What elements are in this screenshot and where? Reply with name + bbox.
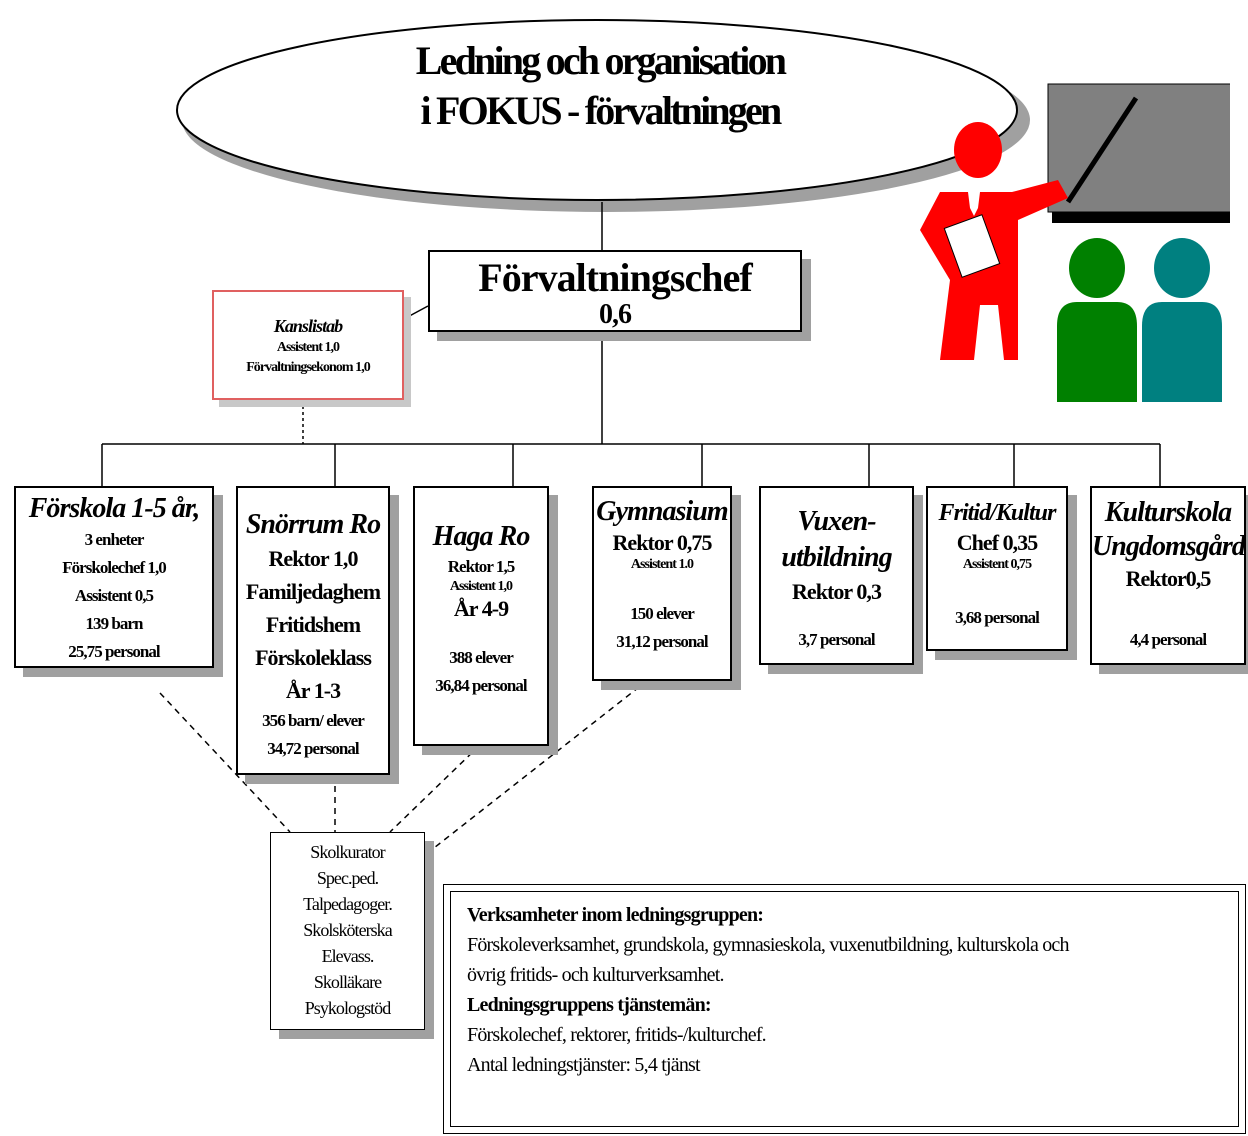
title-ellipse (176, 19, 1018, 201)
unit-line: Rektor 1,0 (268, 546, 359, 571)
support-item: Elevass. (321, 946, 375, 966)
unit-line: 34,72 personal (267, 739, 359, 758)
chief-value: 0,6 (598, 299, 632, 330)
chief-title: Förvaltningschef (478, 255, 752, 300)
person-teal-icon (1142, 238, 1222, 402)
unit-title: Haga Ro (432, 521, 531, 552)
unit-title-1: Kulturskola (1104, 497, 1232, 528)
kanslistab-box: Kanslistab Assistent 1,0 Förvaltningseko… (212, 290, 404, 400)
unit-line: Assistent 1.0 (630, 557, 694, 572)
unit-line: Assistent 1,0 (449, 579, 513, 594)
kanslistab-line-1: Assistent 1,0 (276, 340, 340, 355)
unit-title-2: utbildning (781, 542, 892, 573)
person-green-icon (1057, 238, 1137, 402)
unit-line: Förskolechef 1,0 (62, 558, 167, 577)
unit-title: Gymnasium (596, 496, 728, 527)
support-box: Skolkurator Spec.ped. Talpedagoger. Skol… (270, 832, 425, 1030)
info-text-1: Förskoleverksamhet, grundskola, gymnasie… (467, 934, 1070, 956)
page-title: Ledning och organisation i FOKUS - förva… (300, 36, 900, 136)
unit-title: Fritid/Kultur (938, 500, 1057, 526)
kanslistab-line-2: Förvaltningsekonom 1,0 (246, 360, 371, 375)
unit-snorrum: Snörrum Ro Rektor 1,0 Familjedaghem Frit… (236, 486, 390, 775)
unit-line: Chef 0,35 (956, 530, 1039, 555)
unit-forskola: Förskola 1-5 år, 3 enheter Förskolechef … (14, 486, 214, 668)
unit-vuxen: Vuxen- utbildning Rektor 0,3 3,7 persona… (759, 486, 914, 665)
info-box: Verksamheter inom ledningsgruppen: Försk… (443, 884, 1246, 1134)
unit-line: 31,12 personal (616, 632, 708, 651)
support-item: Spec.ped. (316, 868, 379, 888)
unit-title: Förskola 1-5 år, (28, 493, 201, 524)
unit-line: 3 enheter (84, 530, 145, 549)
unit-line: Förskoleklass (255, 645, 372, 670)
info-heading-1: Verksamheter inom ledningsgruppen: (467, 904, 764, 926)
support-item: Talpedagoger. (303, 894, 393, 914)
unit-kulturskola: Kulturskola Ungdomsgård Rektor0,5 4,4 pe… (1090, 486, 1246, 665)
unit-haga: Haga Ro Rektor 1,5 Assistent 1,0 År 4-9 … (413, 486, 549, 746)
support-item: Skolläkare (313, 972, 382, 992)
unit-line: 356 barn/ elever (262, 711, 365, 730)
title-line-1: Ledning och organisation (415, 38, 787, 83)
unit-line: 4,4 personal (1129, 630, 1207, 649)
unit-gymnasium: Gymnasium Rektor 0,75 Assistent 1.0 150 … (592, 486, 732, 681)
unit-line: 388 elever (449, 648, 514, 667)
unit-line: 25,75 personal (68, 642, 160, 661)
unit-line: År 1-3 (285, 678, 341, 703)
presenter-icon (920, 122, 1068, 360)
kanslistab-title: Kanslistab (273, 316, 343, 336)
unit-title: Snörrum Ro (245, 509, 381, 540)
unit-line: Assistent 0,75 (962, 557, 1032, 572)
unit-line: Rektor 0,3 (792, 579, 882, 604)
support-item: Psykologstöd (304, 998, 391, 1018)
unit-line: 3,68 personal (955, 608, 1040, 627)
unit-line: År 4-9 (453, 596, 509, 621)
unit-title-1: Vuxen- (797, 506, 876, 537)
unit-line: 139 barn (85, 614, 143, 633)
unit-line: Rektor 1,5 (447, 557, 516, 576)
unit-line: Rektor 0,75 (612, 530, 712, 555)
pointer-icon (1065, 96, 1139, 204)
unit-fritid: Fritid/Kultur Chef 0,35 Assistent 0,75 3… (926, 486, 1068, 651)
unit-line: 36,84 personal (435, 676, 527, 695)
info-heading-2: Ledningsgruppens tjänstemän: (467, 994, 712, 1016)
unit-line: 150 elever (630, 604, 695, 623)
unit-line: Rektor0,5 (1125, 566, 1212, 591)
unit-line: Familjedaghem (245, 579, 381, 604)
presenter-clipart (920, 83, 1230, 360)
support-item: Skolsköterska (303, 920, 392, 940)
unit-line: Assistent 0,5 (74, 586, 154, 605)
info-text-3: Förskolechef, rektorer, fritids-/kulturc… (467, 1024, 767, 1046)
unit-line: 3,7 personal (798, 630, 875, 649)
support-item: Skolkurator (310, 842, 385, 862)
title-line-2: i FOKUS - förvaltningen (420, 88, 783, 133)
chief-box: Förvaltningschef 0,6 (428, 250, 802, 332)
unit-line: Fritidshem (265, 612, 361, 637)
info-text-2: övrig fritids- och kulturverksamhet. (467, 964, 725, 986)
info-text-4: Antal ledningstjänster: 5,4 tjänst (467, 1054, 701, 1076)
unit-title-2: Ungdomsgård (1092, 531, 1246, 562)
